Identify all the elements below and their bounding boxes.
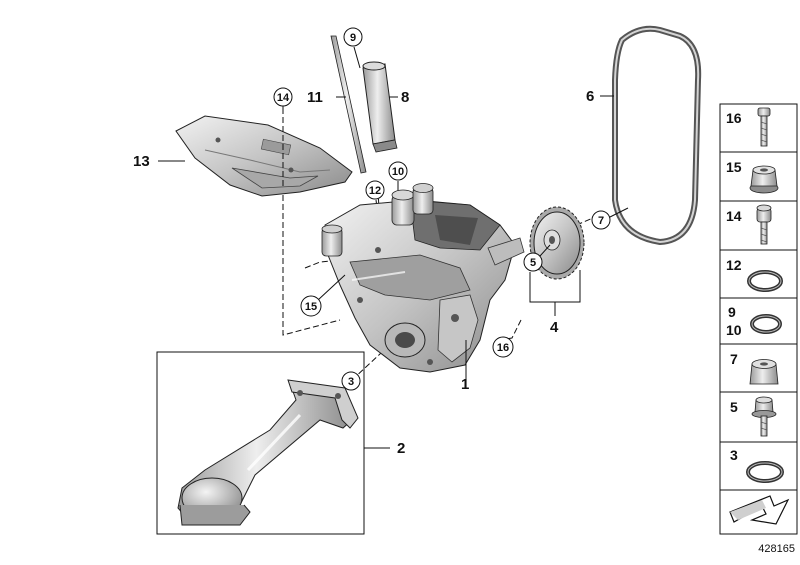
flange-bolt-icon — [751, 396, 777, 437]
callout-15-circle — [300, 295, 322, 317]
leader-15 — [317, 274, 346, 301]
label-13: 13 — [133, 153, 150, 170]
sidebar-number-7: 7 — [730, 351, 738, 367]
drive-chain — [612, 25, 702, 246]
sidebar-number-12: 12 — [726, 257, 742, 273]
sleeve-8 — [362, 61, 398, 153]
leader-5 — [539, 244, 551, 257]
sidebar-number-5: 5 — [730, 399, 738, 415]
sidebar-number-9: 9 — [728, 304, 736, 320]
label-8: 8 — [401, 89, 409, 106]
flange-nut-icon — [749, 165, 779, 194]
reference-number: 428165 — [758, 543, 795, 555]
callout-14: 14 — [277, 92, 290, 104]
leader-7 — [609, 207, 629, 218]
label-4: 4 — [550, 319, 559, 336]
parts-side-panel — [719, 103, 798, 535]
direction-arrow-icon — [729, 495, 790, 525]
leader-9 — [353, 46, 361, 69]
bolt-long-icon — [757, 107, 771, 147]
sidebar-number-16: 16 — [726, 110, 742, 126]
socket-head-bolt-icon — [756, 204, 772, 245]
callout-14-circle — [273, 87, 293, 107]
callout-16: 16 — [497, 342, 509, 354]
drive-sprocket — [529, 206, 585, 280]
seal-ring-3-icon — [746, 461, 784, 483]
callout-3: 3 — [348, 376, 354, 388]
callout-12-circle — [365, 180, 385, 200]
callout-9-circle — [343, 27, 363, 47]
o-ring-9-10-icon — [750, 314, 782, 334]
o-ring-12-icon — [747, 270, 783, 292]
callout-3-circle — [341, 371, 361, 391]
oil-pickup-pipe — [177, 379, 359, 526]
callout-16-circle — [492, 336, 514, 358]
label-6: 6 — [586, 88, 594, 105]
sidebar-number-10: 10 — [726, 322, 742, 338]
oil-baffle-plate — [175, 115, 353, 197]
callout-12: 12 — [369, 185, 381, 197]
callout-9: 9 — [350, 32, 356, 44]
label-2: 2 — [397, 440, 405, 457]
callout-10: 10 — [392, 166, 404, 178]
callout-15: 15 — [305, 301, 317, 313]
callout-5: 5 — [530, 257, 536, 269]
callout-10-circle — [388, 161, 408, 181]
guide-tube-11 — [330, 35, 367, 174]
callout-7: 7 — [598, 215, 604, 227]
callout-5-circle — [523, 252, 543, 272]
sidebar-number-14: 14 — [726, 208, 742, 224]
sidebar-number-3: 3 — [730, 447, 738, 463]
label-1: 1 — [461, 376, 469, 393]
oil-pump-housing — [321, 183, 525, 373]
label-11: 11 — [307, 89, 323, 106]
hex-nut-icon — [749, 359, 779, 385]
callout-7-circle — [591, 210, 611, 230]
pickup-pipe-frame — [156, 351, 365, 535]
sidebar-number-15: 15 — [726, 159, 742, 175]
